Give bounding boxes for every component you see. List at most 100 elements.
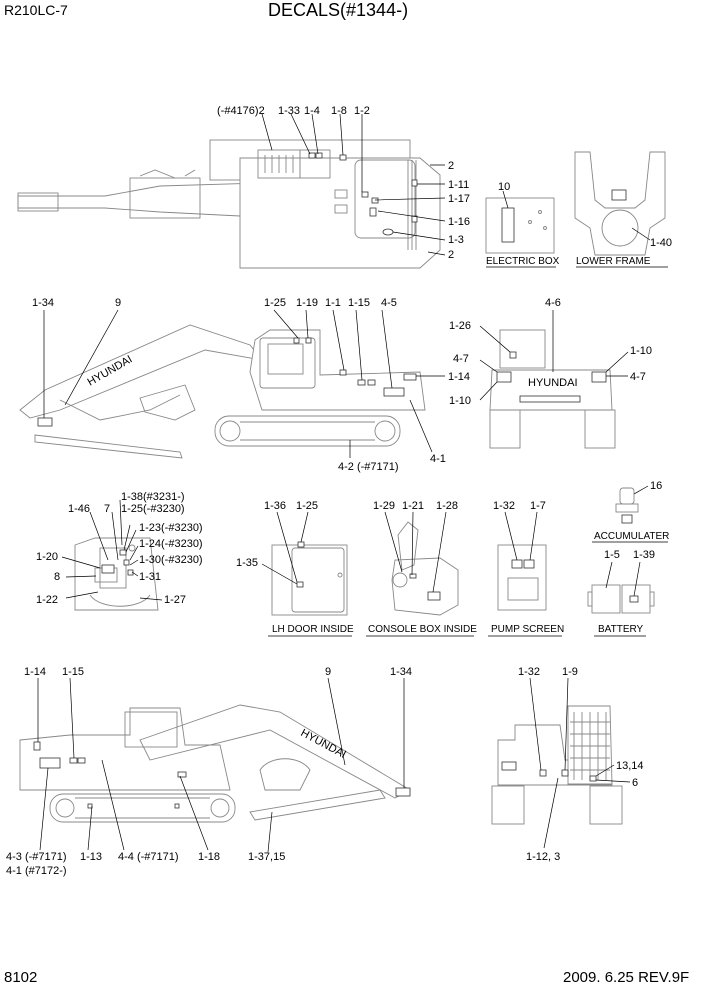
callout-label: 1-26 — [449, 320, 471, 332]
callout-label: 1-3 — [448, 234, 464, 246]
callout-label: 4-3 (-#7171) — [6, 851, 67, 863]
callout-label: 1-27 — [164, 594, 186, 606]
caption-lower-frame: LOWER FRAME — [576, 256, 651, 267]
lower-frame-drawing: 1-40 LOWER FRAME — [574, 151, 672, 268]
page-number: 8102 — [4, 969, 38, 986]
callout-label: 1-22 — [36, 594, 58, 606]
callout-label: 1-15 — [62, 666, 84, 678]
electric-box-drawing: 10 ELECTRIC BOX — [485, 181, 560, 268]
callout-label: 7 — [104, 503, 110, 515]
caption-lh-door-inside: LH DOOR INSIDE — [272, 624, 354, 635]
callout-label: 4-5 — [381, 297, 397, 309]
callout-label: 1-25(-#3230) — [121, 503, 185, 515]
callout-label: 4-7 — [630, 371, 646, 383]
callout-label: 2 — [448, 160, 454, 172]
callout-label: 4-6 — [545, 297, 561, 309]
caption-console-box-inside: CONSOLE BOX INSIDE — [368, 624, 477, 635]
hyundai-boom-lettering: HYUNDAI — [86, 353, 135, 388]
callout-label: 4-2 (-#7171) — [338, 461, 399, 473]
callout-label: 1-4 — [304, 105, 320, 117]
callout-label: 4-1 (#7172-) — [6, 865, 67, 877]
left-side-view-drawing: HYUNDAI — [19, 324, 426, 459]
callout-label: 1-29 — [373, 500, 395, 512]
callout-label: 1-24(-#3230) — [139, 538, 203, 550]
top-view-leaders — [261, 113, 446, 256]
callout-label: 1-35 — [236, 557, 258, 569]
callout-label: 13,14 — [616, 760, 644, 772]
callout-label: 1-32 — [493, 500, 515, 512]
rear-view-leaders — [479, 310, 629, 401]
callout-label: 1-2 — [354, 105, 370, 117]
callout-label: 1-17 — [448, 193, 470, 205]
callout-label: 1-25 — [264, 297, 286, 309]
callout-label: 1-1 — [325, 297, 341, 309]
callout-label: 16 — [650, 480, 662, 492]
callout-label: 8 — [54, 571, 60, 583]
model-label: R210LC-7 — [4, 2, 68, 18]
caption-pump-screen: PUMP SCREEN — [491, 624, 564, 635]
rear-open-view-drawing — [491, 705, 623, 825]
accumulater-drawing: 16 ACCUMULATER — [592, 480, 669, 543]
right-side-view-drawing: HYUNDAI — [19, 704, 411, 823]
callout-label: 1-23(-#3230) — [139, 522, 203, 534]
callout-label: 1-12, 3 — [526, 851, 560, 863]
callout-label: 1-19 — [296, 297, 318, 309]
callout-label: 1-5 — [604, 549, 620, 561]
cab-interior-leaders — [61, 499, 163, 601]
callout-label: 1-39 — [633, 549, 655, 561]
callout-label: 1-40 — [650, 237, 672, 249]
callout-label: 2 — [448, 249, 454, 261]
right-side-view-labels: 1-14 1-15 9 1-34 4-3 (-#7171) 4-1 (#7172… — [6, 666, 412, 877]
cab-interior-labels: 1-46 7 1-38(#3231-) 1-25(-#3230) 1-23(-#… — [36, 491, 203, 606]
callout-label: 1-31 — [139, 571, 161, 583]
left-side-view-labels: 1-34 9 1-25 1-19 1-1 1-15 4-5 1-14 4-2 (… — [32, 297, 470, 473]
callout-label: 1-33 — [278, 105, 300, 117]
callout-label: 1-34 — [32, 297, 54, 309]
rear-view-drawing: HYUNDAI — [489, 329, 616, 449]
caption-battery: BATTERY — [598, 624, 644, 635]
callout-label: 1-13 — [80, 851, 102, 863]
callout-label: 1-32 — [518, 666, 540, 678]
callout-label: 1-14 — [24, 666, 46, 678]
callout-label: 1-14 — [448, 371, 470, 383]
caption-electric-box: ELECTRIC BOX — [486, 256, 560, 267]
callout-label: 6 — [632, 777, 638, 789]
right-side-view-leaders — [37, 677, 405, 853]
callout-label: 1-28 — [436, 500, 458, 512]
top-view-labels: (-#4176)2 1-33 1-4 1-8 1-2 2 1-11 1-17 1… — [217, 105, 470, 261]
cab-interior-drawing — [74, 537, 159, 611]
caption-accumulater: ACCUMULATER — [594, 531, 669, 542]
rear-open-view-labels: 1-32 1-9 13,14 6 1-12, 3 — [518, 666, 644, 863]
callout-label: 1-7 — [530, 500, 546, 512]
revision-date: 2009. 6.25 REV.9F — [563, 969, 690, 986]
rear-open-view-leaders — [529, 677, 631, 849]
callout-label: 1-37,15 — [248, 851, 285, 863]
callout-label: 1-46 — [68, 503, 90, 515]
callout-label: 1-20 — [36, 551, 58, 563]
page-title: DECALS(#1344-) — [268, 0, 409, 20]
rear-view-labels: 1-26 4-6 4-7 1-10 1-10 4-7 — [449, 297, 652, 407]
lh-door-drawing: 1-36 1-25 1-35 LH DOOR INSIDE — [236, 500, 354, 637]
hyundai-rear-lettering: HYUNDAI — [528, 377, 578, 389]
callout-label: 4-1 — [430, 453, 446, 465]
callout-label: 1-36 — [264, 500, 286, 512]
console-box-drawing: 1-29 1-21 1-28 CONSOLE BOX INSIDE — [366, 500, 477, 637]
left-side-view-leaders — [43, 309, 445, 458]
callout-label: 1-34 — [390, 666, 412, 678]
callout-label: 1-11 — [448, 179, 469, 191]
callout-label: 1-15 — [348, 297, 370, 309]
callout-label: 1-21 — [402, 500, 424, 512]
battery-drawing: 1-5 1-39 BATTERY — [587, 549, 655, 637]
top-view-drawing — [17, 139, 441, 269]
pump-screen-drawing: 1-32 1-7 PUMP SCREEN — [488, 500, 564, 637]
callout-label: 1-10 — [630, 345, 652, 357]
callout-label: 1-18 — [198, 851, 220, 863]
callout-label: 1-10 — [449, 395, 471, 407]
callout-label: 4-7 — [453, 353, 469, 365]
callout-label: 1-25 — [296, 500, 318, 512]
callout-label: 9 — [115, 297, 121, 309]
callout-label: 10 — [498, 181, 510, 193]
callout-label: (-#4176)2 — [217, 105, 265, 117]
callout-label: 1-9 — [562, 666, 578, 678]
